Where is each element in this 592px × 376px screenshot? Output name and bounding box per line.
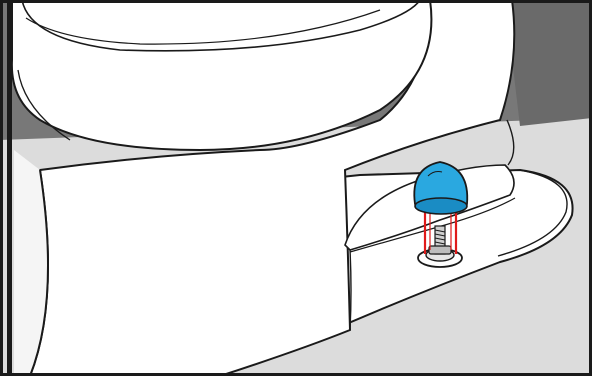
frame-left-bar [7, 0, 12, 376]
